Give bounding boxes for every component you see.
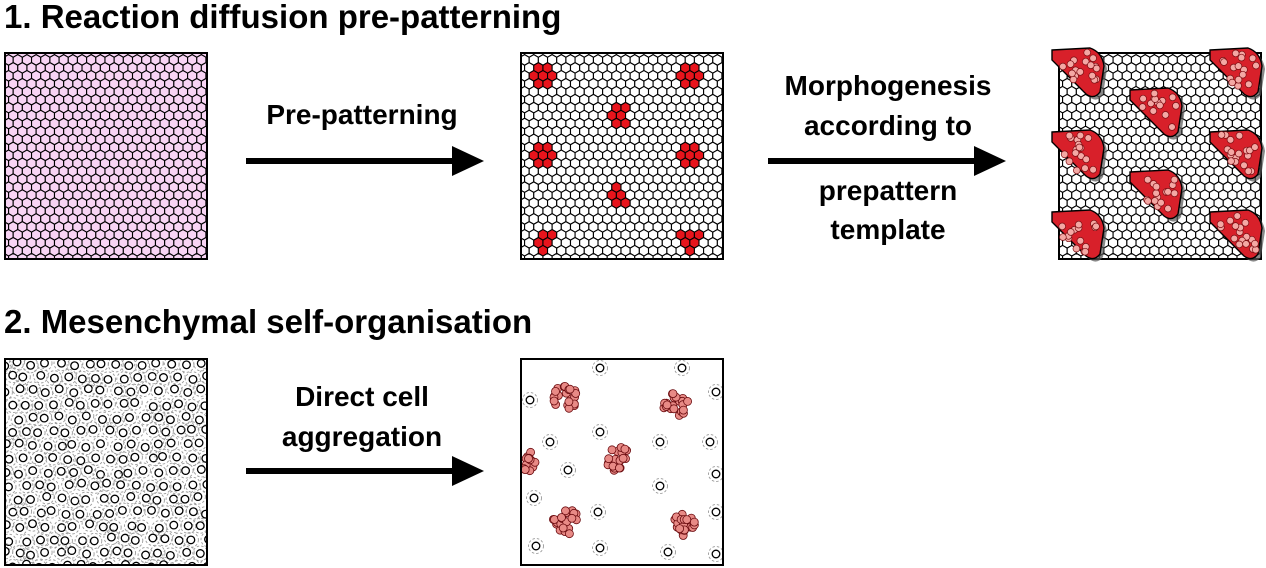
section2-title: 2. Mesenchymal self-organisation (4, 303, 533, 340)
panel-border (520, 358, 724, 566)
panel-border (4, 52, 208, 260)
right-arrow-icon (768, 146, 1006, 176)
aggregated-mesenchyme-panel (520, 358, 724, 566)
dispersed-mesenchyme-panel (4, 358, 208, 566)
bud (1051, 209, 1107, 262)
morphogenesis-label-line3: prepattern (818, 175, 958, 206)
panel-border (520, 52, 724, 260)
right-arrow-icon (246, 456, 484, 486)
bud (1051, 47, 1107, 100)
bud (1209, 209, 1265, 262)
uniform-epithelium-panel (4, 52, 208, 260)
morphogenesis-label-line2: according to (803, 110, 972, 141)
aggregation-label-line1: Direct cell (295, 381, 429, 412)
morphogenesis-label-line4: template (830, 214, 946, 245)
right-arrow-icon (246, 146, 484, 176)
aggregation-label-line2: aggregation (281, 421, 443, 452)
bud (1209, 47, 1265, 100)
section1-title: 1. Reaction diffusion pre-patterning (4, 0, 562, 35)
morphogenesis-label-line1: Morphogenesis (784, 70, 992, 101)
prepatterned-epithelium-panel (520, 52, 724, 260)
bud (1051, 129, 1107, 182)
panel-border (4, 358, 208, 566)
morphogenesis-panel (1051, 47, 1265, 262)
prepatterning-label: Pre-patterning (266, 99, 458, 130)
bud (1209, 129, 1265, 182)
bud (1129, 87, 1185, 140)
bud (1129, 169, 1185, 222)
